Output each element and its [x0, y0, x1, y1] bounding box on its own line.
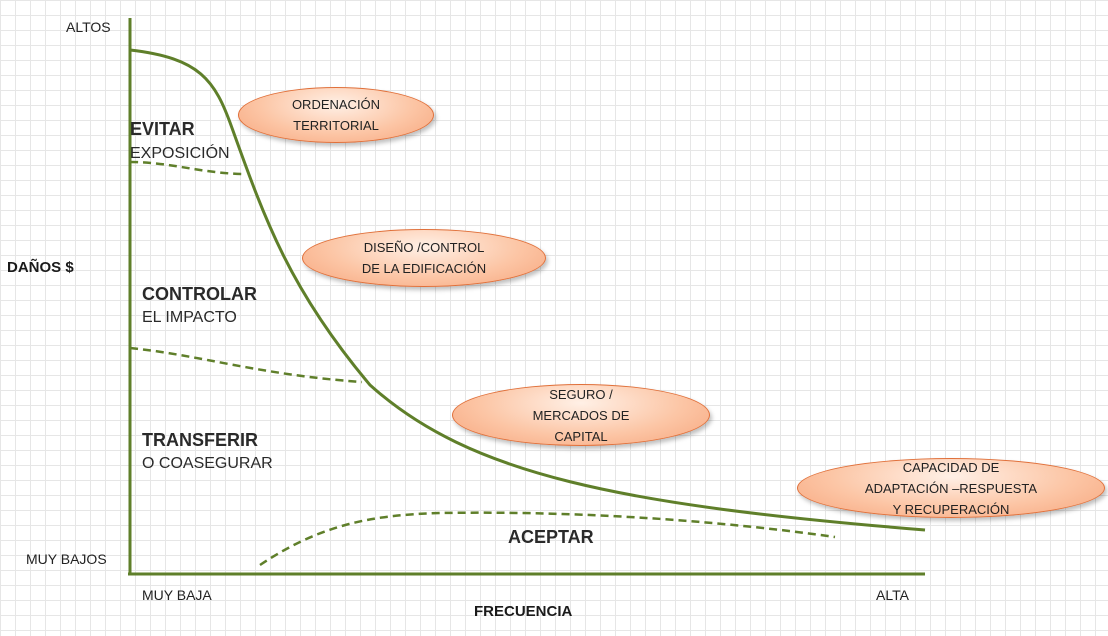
zone-avoid-title: EVITAR [130, 119, 195, 139]
measure-territorial-planning: ORDENACIÓN TERRITORIAL [238, 87, 434, 143]
y-axis-title: DAÑOS $ [7, 259, 74, 276]
measure-line: MERCADOS DE [532, 407, 630, 423]
zone-control-subtitle: EL IMPACTO [142, 309, 237, 326]
measure-line: CAPITAL [554, 428, 608, 444]
zone-avoid-subtitle: EXPOSICIÓN [130, 145, 230, 162]
damage-frequency-curve [129, 48, 926, 532]
y-axis-bottom-label: MUY BAJOS [26, 551, 107, 567]
x-axis-left-label: MUY BAJA [142, 587, 212, 603]
accept-boundary-dashed [259, 511, 836, 567]
zone-transfer-subtitle: O COASEGURAR [142, 455, 273, 472]
zone-transfer-title: TRANSFERIR [142, 430, 258, 450]
measure-line: SEGURO / [549, 386, 613, 402]
measure-line: TERRITORIAL [293, 118, 379, 133]
zone-accept-title: ACEPTAR [508, 527, 594, 547]
control-boundary-dashed [129, 346, 363, 384]
measure-line: DE LA EDIFICACIÓN [361, 261, 487, 276]
measure-insurance-capital-markets: SEGURO / MERCADOS DE CAPITAL [452, 384, 710, 446]
measure-line: DISEÑO /CONTROL [363, 240, 485, 255]
measure-building-design-control: DISEÑO /CONTROL DE LA EDIFICACIÓN [302, 229, 546, 287]
measure-line: Y RECUPERACIÓN [892, 501, 1010, 517]
x-axis-title: FRECUENCIA [474, 603, 573, 620]
x-axis-right-label: ALTA [876, 587, 909, 603]
measure-line: CAPACIDAD DE [902, 459, 1000, 475]
zone-control-title: CONTROLAR [142, 284, 257, 304]
measure-adaptation-response-recovery: CAPACIDAD DE ADAPTACIÓN –RESPUESTA Y REC… [797, 458, 1105, 518]
y-axis-top-label: ALTOS [66, 19, 111, 35]
measure-line: ADAPTACIÓN –RESPUESTA [864, 480, 1038, 496]
measure-line: ORDENACIÓN [291, 97, 381, 112]
avoid-boundary-dashed [129, 160, 243, 176]
